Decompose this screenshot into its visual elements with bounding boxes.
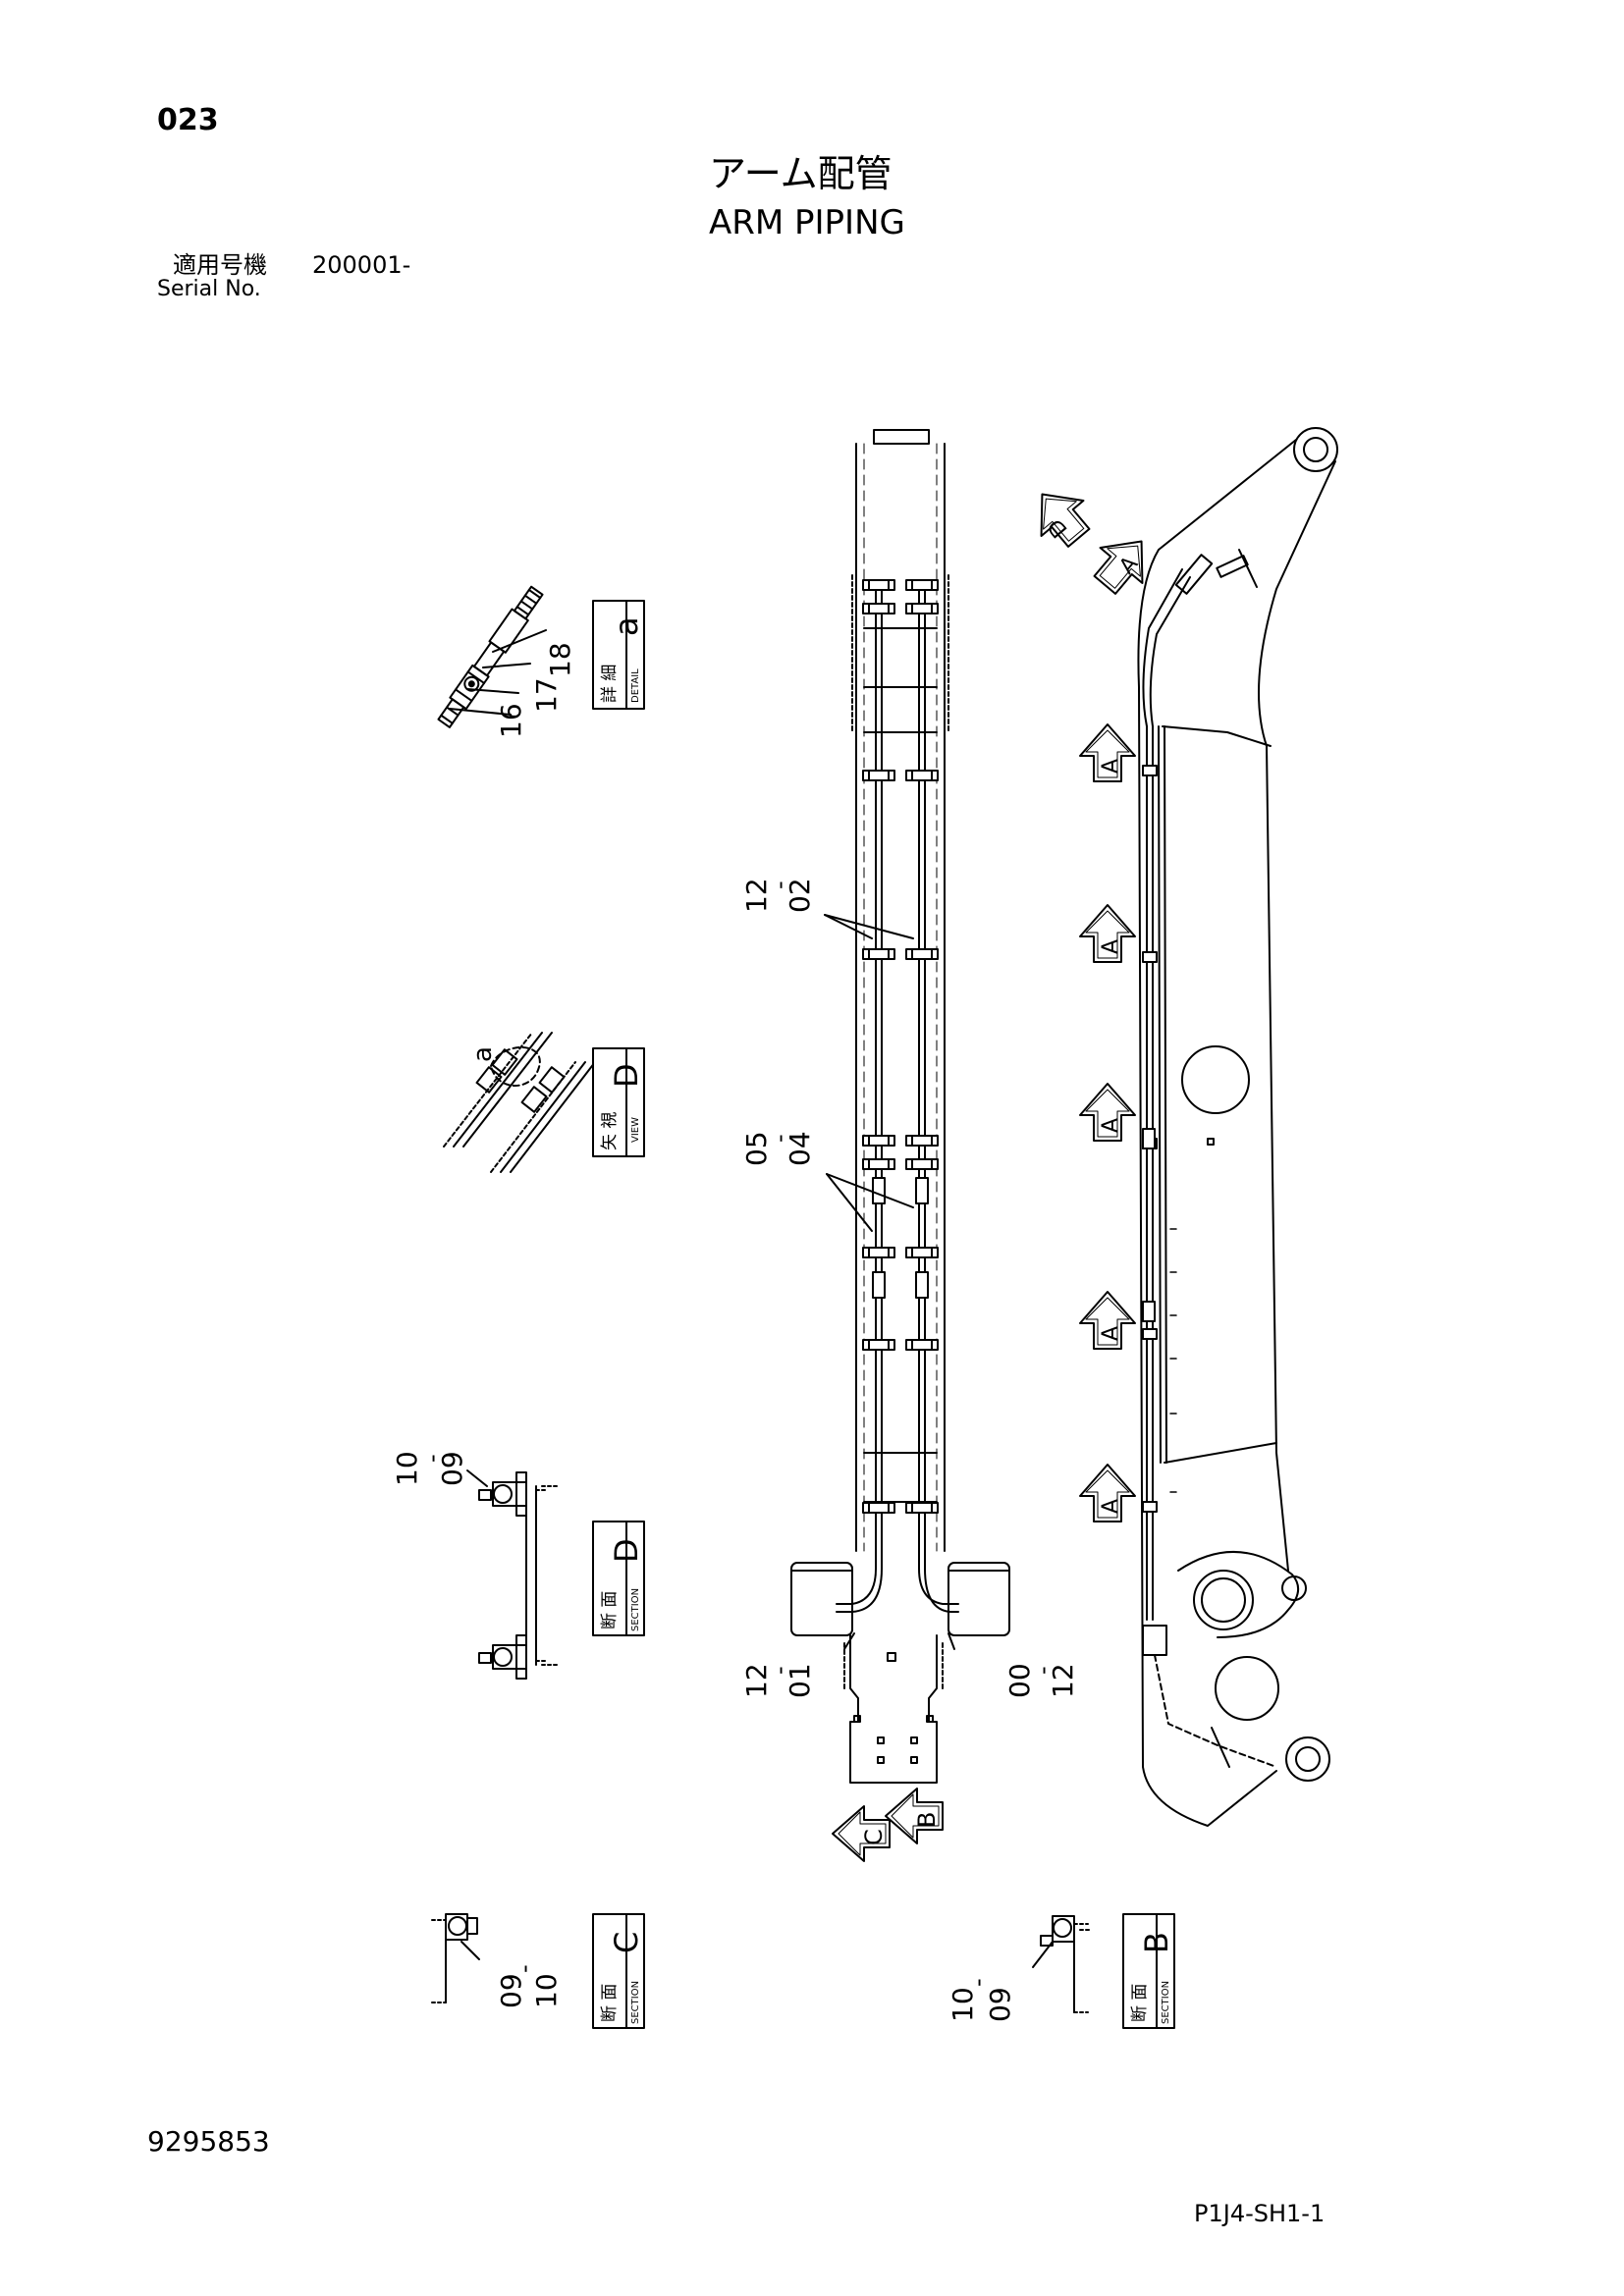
detail-a-letter: a bbox=[608, 616, 645, 636]
section-c-label-box bbox=[592, 1913, 645, 2029]
leader-12-02-b bbox=[824, 914, 914, 939]
callout-05: 05 bbox=[740, 1131, 773, 1166]
callout-dash-4: - bbox=[1029, 1666, 1056, 1675]
callout-12-right: 12 bbox=[1047, 1663, 1079, 1698]
serial-label-english: Serial No. bbox=[157, 277, 261, 301]
view-arrow-a-1-label: A bbox=[1099, 759, 1123, 774]
view-d-jp: 矢 視 bbox=[600, 1112, 620, 1150]
leader-00-12 bbox=[947, 1632, 955, 1650]
view-arrow-b-label: B bbox=[913, 1812, 941, 1828]
callout-02: 02 bbox=[784, 878, 816, 913]
callout-00: 00 bbox=[1003, 1663, 1036, 1698]
section-d-label-box bbox=[592, 1521, 645, 1636]
section-b-callout-10: 10 bbox=[947, 1987, 979, 2022]
view-d-sketch bbox=[443, 1032, 596, 1173]
leader-12-02-a bbox=[824, 914, 873, 939]
callout-18: 18 bbox=[544, 642, 576, 677]
serial-label-japanese: 適用号機 bbox=[173, 251, 267, 279]
view-d-letter: D bbox=[608, 1063, 645, 1088]
callout-dash-3: - bbox=[766, 1666, 793, 1675]
view-arrow-a-5-label: A bbox=[1099, 1499, 1123, 1514]
part-number: 9295853 bbox=[147, 2125, 270, 2158]
title-english: ARM PIPING bbox=[709, 203, 905, 242]
section-b-label-box bbox=[1122, 1913, 1175, 2029]
section-d-sketch bbox=[466, 1469, 559, 1680]
title-japanese: アーム配管 bbox=[709, 152, 893, 195]
leader-05-04-b bbox=[826, 1173, 914, 1208]
detail-a-sketch bbox=[437, 585, 547, 728]
callout-04: 04 bbox=[784, 1131, 816, 1166]
detail-a-jp: 詳 細 bbox=[600, 665, 620, 703]
arm-side-view bbox=[1137, 427, 1338, 1827]
view-arrow-a-2-label: A bbox=[1099, 939, 1123, 954]
view-d-callout-a: a bbox=[468, 1046, 498, 1062]
arm-top-view bbox=[790, 429, 1010, 1784]
section-d-en: SECTION bbox=[630, 1588, 641, 1631]
section-c-callout-10: 10 bbox=[530, 1973, 563, 2008]
section-d-callout-09: 09 bbox=[436, 1451, 468, 1486]
serial-value: 200001- bbox=[312, 251, 411, 279]
section-c-jp: 断 面 bbox=[600, 1984, 620, 2022]
detail-a-en: DETAIL bbox=[630, 668, 641, 703]
leader-05-04-a bbox=[826, 1173, 873, 1232]
view-d-en: VIEW bbox=[630, 1117, 641, 1143]
section-b-jp: 断 面 bbox=[1130, 1984, 1150, 2022]
section-c-dash: - bbox=[511, 1964, 538, 1973]
page-number: 023 bbox=[157, 103, 219, 137]
view-d-label-box bbox=[592, 1047, 645, 1157]
view-arrow-a-4-label: A bbox=[1099, 1326, 1123, 1341]
callout-dash-1: - bbox=[766, 881, 793, 889]
callout-01: 01 bbox=[784, 1663, 816, 1698]
section-c-sketch bbox=[431, 1913, 480, 2003]
section-d-jp: 断 面 bbox=[600, 1591, 620, 1629]
section-d-letter: D bbox=[608, 1538, 645, 1563]
callout-16: 16 bbox=[495, 703, 527, 738]
section-d-dash: - bbox=[418, 1454, 446, 1463]
section-d-callout-10: 10 bbox=[391, 1451, 423, 1486]
detail-a-label-box bbox=[592, 600, 645, 710]
section-b-dash: - bbox=[964, 1978, 992, 1987]
section-b-en: SECTION bbox=[1161, 1981, 1171, 2024]
callout-12-top: 12 bbox=[740, 878, 773, 913]
view-arrow-c-label: C bbox=[860, 1829, 888, 1845]
section-c-en: SECTION bbox=[630, 1981, 641, 2024]
section-c-callout-09: 09 bbox=[495, 1973, 527, 2008]
section-b-callout-09: 09 bbox=[984, 1987, 1016, 2022]
leader-12-01 bbox=[843, 1632, 855, 1650]
view-arrow-a-3-label: A bbox=[1099, 1118, 1123, 1133]
callout-dash-2: - bbox=[766, 1134, 793, 1143]
sheet-code: P1J4-SH1-1 bbox=[1194, 2200, 1326, 2227]
callout-12-left: 12 bbox=[740, 1663, 773, 1698]
section-c-letter: C bbox=[608, 1932, 645, 1953]
section-b-letter: B bbox=[1138, 1932, 1175, 1953]
callout-17: 17 bbox=[530, 677, 563, 713]
section-b-sketch bbox=[1032, 1915, 1093, 2013]
